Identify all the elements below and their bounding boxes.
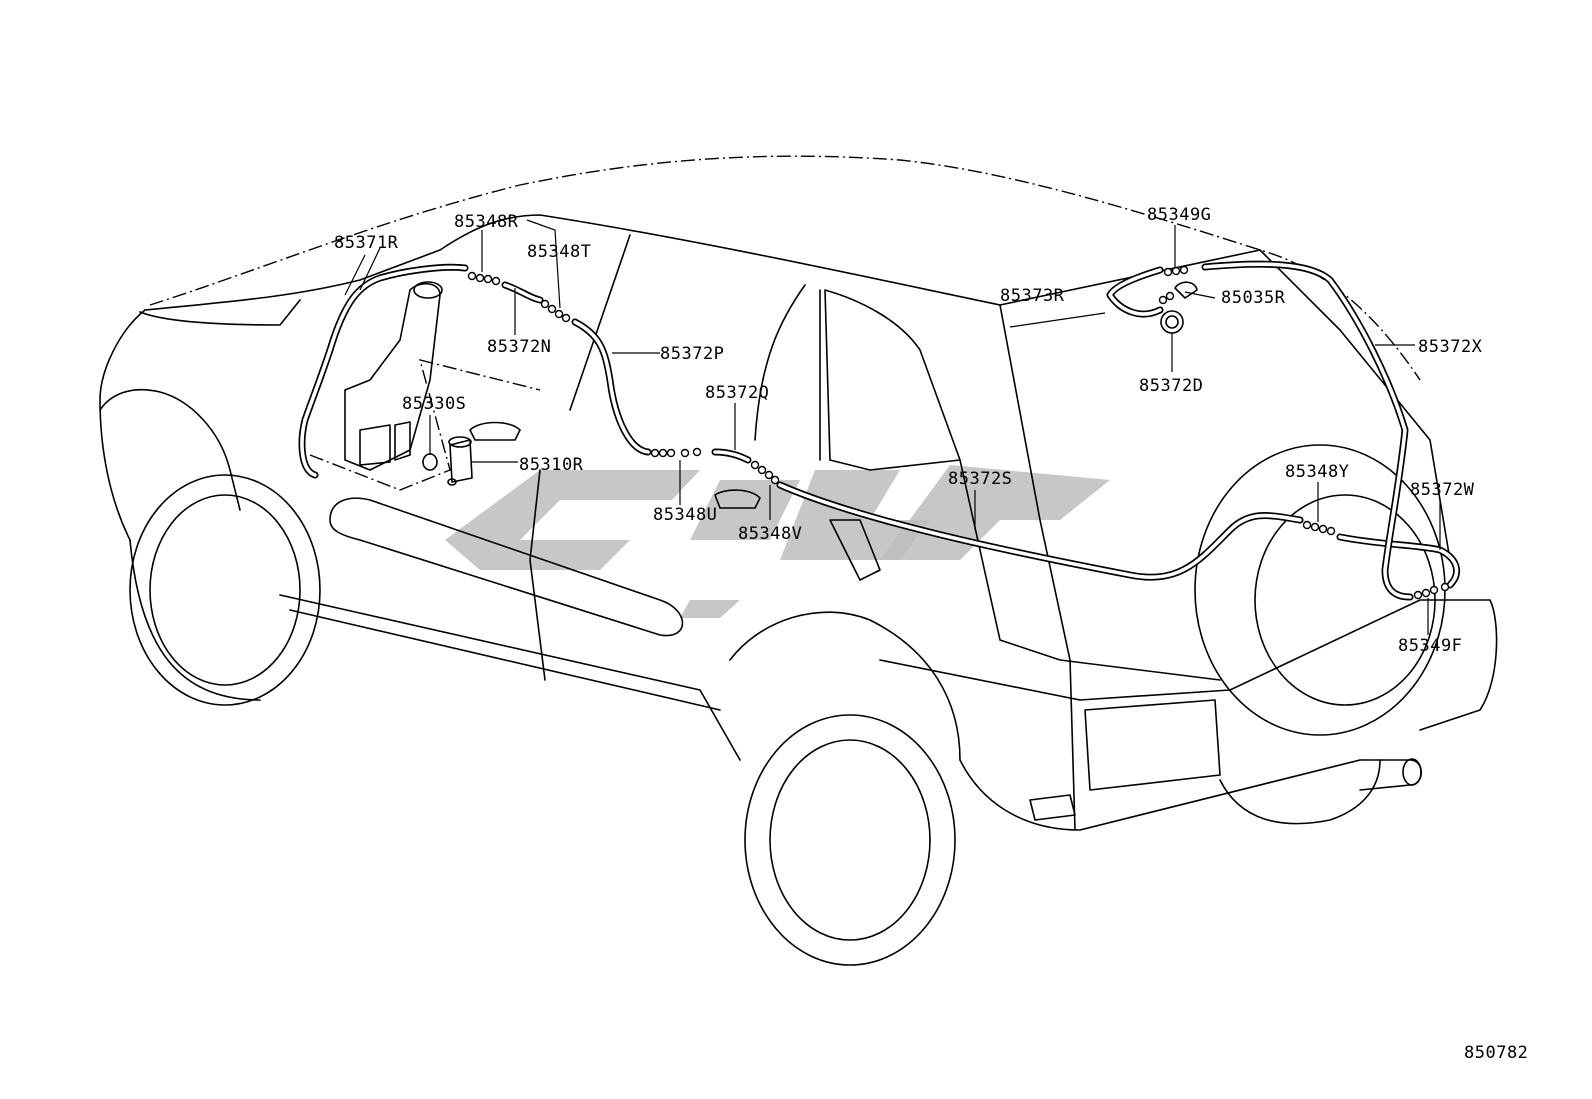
part-label-85348V: 85348V — [738, 524, 802, 544]
part-label-85371R: 85371R — [334, 233, 399, 253]
part-label-85372X: 85372X — [1418, 337, 1483, 357]
part-label-85373R: 85373R — [1000, 286, 1065, 306]
washer-tank — [344, 281, 443, 471]
part-label-85372N: 85372N — [487, 337, 551, 357]
part-label-85348T: 85348T — [527, 242, 591, 262]
diagram-number: 850782 — [1464, 1043, 1528, 1063]
part-label-85330S: 85330S — [402, 394, 466, 414]
part-labels: 85371R 85348R 85348T 85372N 85372P 85330… — [334, 205, 1528, 1063]
part-label-85035R: 85035R — [1221, 288, 1286, 308]
part-label-85310R: 85310R — [519, 455, 584, 475]
hose-joints — [467, 265, 1450, 600]
part-label-85349G: 85349G — [1147, 205, 1211, 225]
part-label-85349F: 85349F — [1398, 636, 1462, 656]
washer-pump — [447, 436, 473, 486]
part-label-85372P: 85372P — [660, 344, 724, 364]
leader-lines — [344, 219, 1441, 635]
vehicle-outline — [99, 155, 1498, 966]
part-label-85372W: 85372W — [1410, 480, 1475, 500]
part-label-85372S: 85372S — [948, 469, 1012, 489]
part-label-85372Q: 85372Q — [705, 383, 769, 403]
part-label-85348Y: 85348Y — [1285, 462, 1349, 482]
part-label-85348R: 85348R — [454, 212, 519, 232]
grommet — [422, 453, 438, 471]
part-label-85372D: 85372D — [1139, 376, 1203, 396]
part-label-85348U: 85348U — [653, 505, 717, 525]
washer-hoses — [298, 260, 1460, 601]
